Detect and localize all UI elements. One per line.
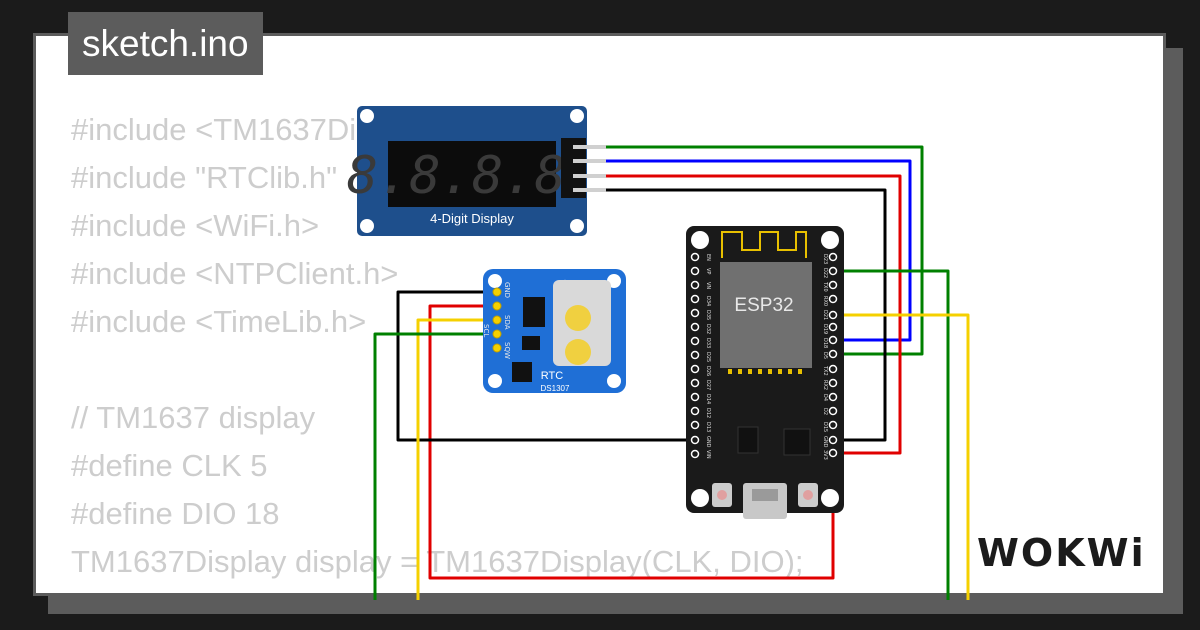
wokwi-logo: WOKWi (977, 531, 1146, 575)
code-line: #include "RTClib.h" (71, 160, 338, 195)
rtc-pin-label: GND (503, 282, 511, 298)
rtc-module[interactable]: ✿ GND SDA SQW SCL RTC DS1307 (482, 269, 626, 393)
wire-yellow-sda (416, 318, 497, 600)
display-module[interactable]: 8.8.8.8. 4-Digit Display (347, 106, 606, 236)
code-line: TM1637Display display = TM1637Display(CL… (71, 544, 804, 579)
code-line: #define DIO 18 (71, 496, 280, 531)
rtc-pin-label: SQW (503, 342, 511, 359)
svg-text:D19: D19 (822, 324, 828, 334)
antenna-trace (721, 231, 807, 258)
code-line: #include <TimeLib.h> (71, 304, 367, 339)
svg-text:D13: D13 (705, 422, 711, 432)
svg-text:D14: D14 (705, 394, 711, 404)
svg-text:VIN: VIN (705, 450, 711, 459)
esp32-left-pin-labels: EN VP VN D34 D35 D32 D33 D25 D26 D27 D14… (705, 254, 711, 459)
svg-text:D27: D27 (705, 380, 711, 390)
rtc-label: RTC (541, 370, 563, 382)
wires (373, 145, 970, 600)
display-pins (573, 145, 606, 192)
svg-text:D21: D21 (822, 310, 828, 320)
rtc-pin-label: SDA (503, 315, 511, 330)
wire-red-vcc (428, 174, 902, 580)
svg-text:3V3: 3V3 (822, 450, 828, 460)
svg-text:RX2: RX2 (822, 380, 828, 390)
svg-text:D34: D34 (705, 296, 711, 306)
wire-blue-dio (606, 159, 912, 342)
rtc-chip-label: DS1307 (541, 384, 570, 393)
wire-green-d22 (833, 269, 950, 600)
svg-text:D22: D22 (822, 268, 828, 278)
esp32-board[interactable]: ESP32 EN VP VN D34 D35 D32 D33 D25 D26 D… (686, 226, 844, 519)
svg-text:D23: D23 (822, 254, 828, 264)
rtc-pins (492, 287, 502, 353)
code-line: #include <WiFi.h> (71, 208, 320, 243)
svg-text:TX0: TX0 (822, 281, 828, 292)
esp32-right-pin-labels: D23 D22 TX0 RX0 D21 D19 D18 D5 TX2 RX2 D… (822, 254, 828, 460)
svg-text:RX0: RX0 (822, 296, 828, 306)
svg-text:D4: D4 (822, 394, 828, 401)
svg-text:D12: D12 (705, 408, 711, 418)
svg-text:D26: D26 (705, 366, 711, 376)
svg-text:TX2: TX2 (822, 365, 828, 376)
code-line: #define CLK 5 (71, 448, 268, 483)
svg-text:VN: VN (705, 282, 711, 289)
display-digits: 8.8.8.8. (347, 146, 597, 206)
esp32-label: ESP32 (734, 295, 793, 316)
wire-yellow-d21 (833, 313, 970, 600)
svg-text:D18: D18 (822, 338, 828, 348)
svg-text:D35: D35 (705, 310, 711, 320)
sketch-file-title: sketch.ino (68, 12, 263, 75)
wire-green-scl (373, 332, 497, 600)
svg-text:D2: D2 (822, 408, 828, 415)
wokwi-logo-text: WOKWi (977, 531, 1146, 575)
svg-text:GND: GND (822, 436, 828, 448)
svg-text:VP: VP (705, 268, 711, 274)
wire-black-rtc-gnd (396, 290, 695, 442)
svg-text:D33: D33 (705, 338, 711, 348)
esp32-pin-headers (690, 252, 838, 459)
rtc-chip (523, 297, 545, 327)
svg-text:D15: D15 (822, 422, 828, 432)
svg-text:D25: D25 (705, 352, 711, 362)
svg-text:GND: GND (705, 436, 711, 448)
rtc-pin-label: SCL (482, 324, 490, 337)
svg-text:D5: D5 (822, 352, 828, 359)
svg-text:EN: EN (705, 254, 711, 261)
code-line: // TM1637 display (71, 400, 316, 435)
svg-text:D32: D32 (705, 324, 711, 334)
display-label: 4-Digit Display (430, 211, 514, 226)
esp32-chip (720, 262, 812, 368)
wire-green-clk (606, 145, 924, 356)
code-line: #include <NTPClient.h> (71, 256, 399, 291)
